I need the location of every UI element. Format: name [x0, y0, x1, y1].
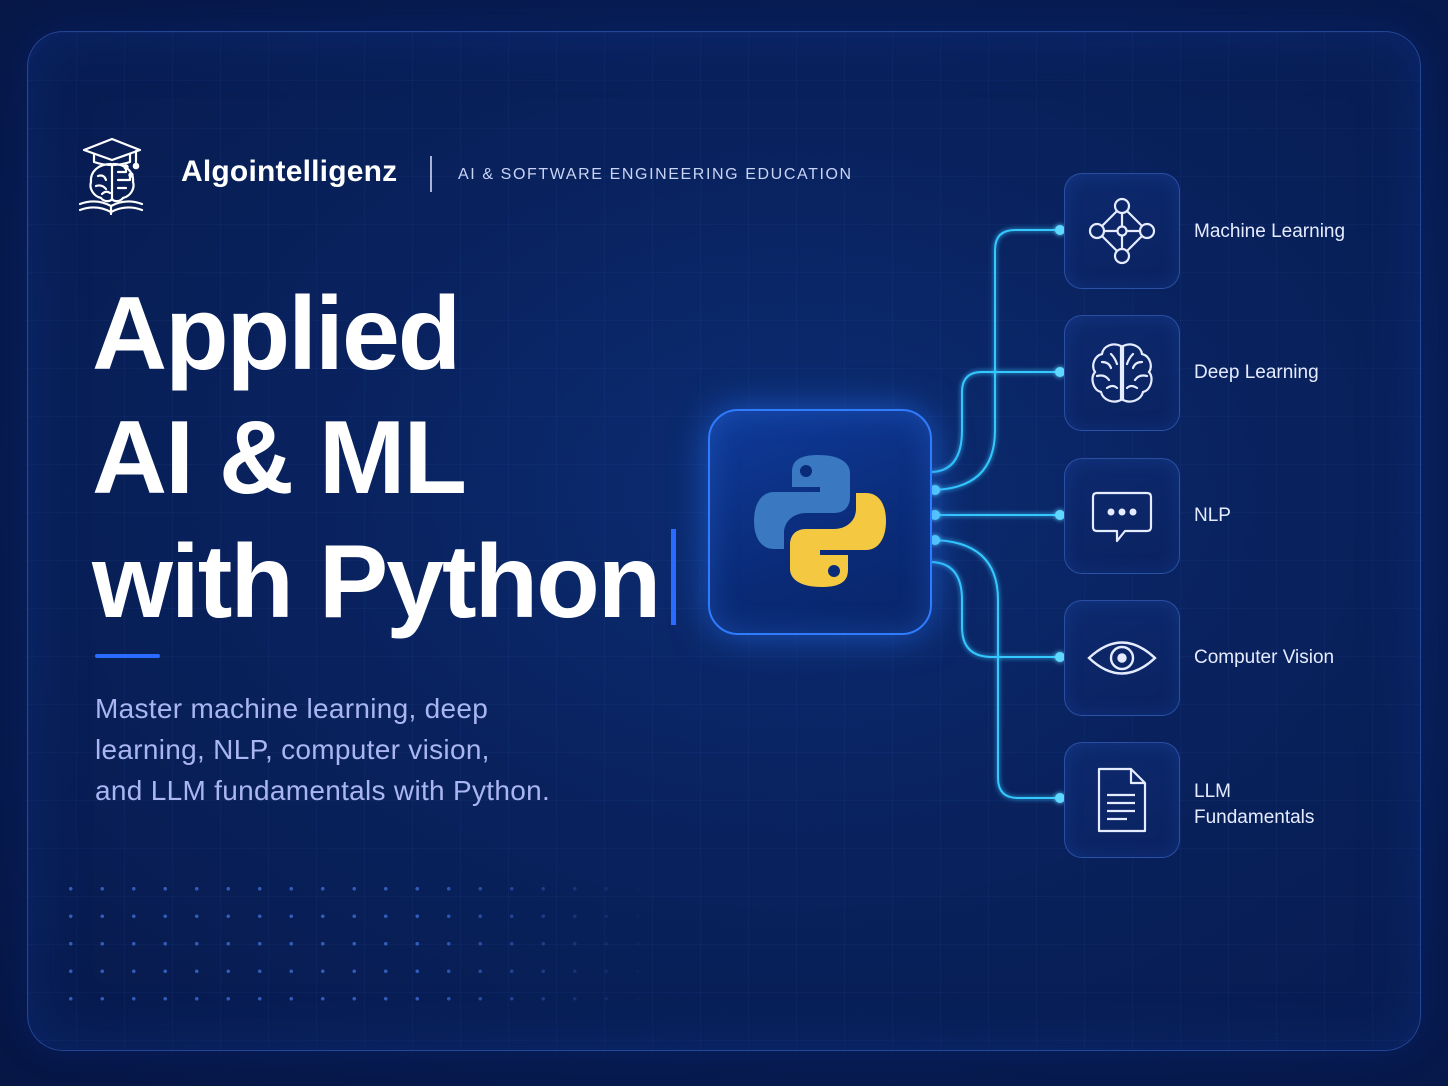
topic-label-deep-learning: Deep Learning — [1194, 362, 1319, 383]
network-nodes-icon — [1088, 197, 1156, 265]
topic-label-llm-line-2: Fundamentals — [1194, 807, 1315, 828]
chat-bubble-icon — [1091, 491, 1153, 543]
brain-icon — [1091, 343, 1153, 403]
dot-pattern — [55, 875, 655, 1005]
topic-label-llm-fundamentals: LLM Fundamentals — [1194, 779, 1314, 831]
tile-nlp — [1064, 458, 1180, 574]
document-icon — [1097, 767, 1147, 833]
brand-tagline: AI & SOFTWARE ENGINEERING EDUCATION — [458, 166, 853, 183]
subtitle-line-3: and LLM fundamentals with Python. — [95, 775, 551, 806]
topic-label-nlp: NLP — [1194, 505, 1231, 526]
title-line-3-text: with Python — [92, 524, 661, 640]
tile-llm-fundamentals — [1064, 742, 1180, 858]
eye-icon — [1087, 641, 1157, 675]
subtitle-line-2: learning, NLP, computer vision, — [95, 734, 490, 765]
python-logo-icon — [754, 455, 886, 587]
tile-computer-vision — [1064, 600, 1180, 716]
text-cursor — [671, 529, 677, 625]
brand-divider — [430, 156, 432, 192]
tile-machine-learning — [1064, 173, 1180, 289]
tile-deep-learning — [1064, 315, 1180, 431]
topic-label-machine-learning: Machine Learning — [1194, 221, 1346, 242]
accent-underline — [95, 654, 160, 658]
title-line-1: Applied — [92, 276, 461, 392]
topic-label-computer-vision: Computer Vision — [1194, 647, 1335, 668]
subtitle-line-1: Master machine learning, deep — [95, 693, 489, 724]
topic-label-llm-line-1: LLM — [1194, 781, 1231, 802]
hero-title: Applied AI & ML with Python — [92, 272, 677, 644]
graduation-cap-brain-book-icon — [78, 137, 144, 216]
hero-subtitle: Master machine learning, deep learning, … — [95, 688, 655, 811]
title-line-2: AI & ML — [92, 400, 467, 516]
brand-name: Algointelligenz — [181, 155, 398, 188]
title-line-3: with Python — [92, 520, 677, 644]
python-hub — [708, 409, 932, 635]
